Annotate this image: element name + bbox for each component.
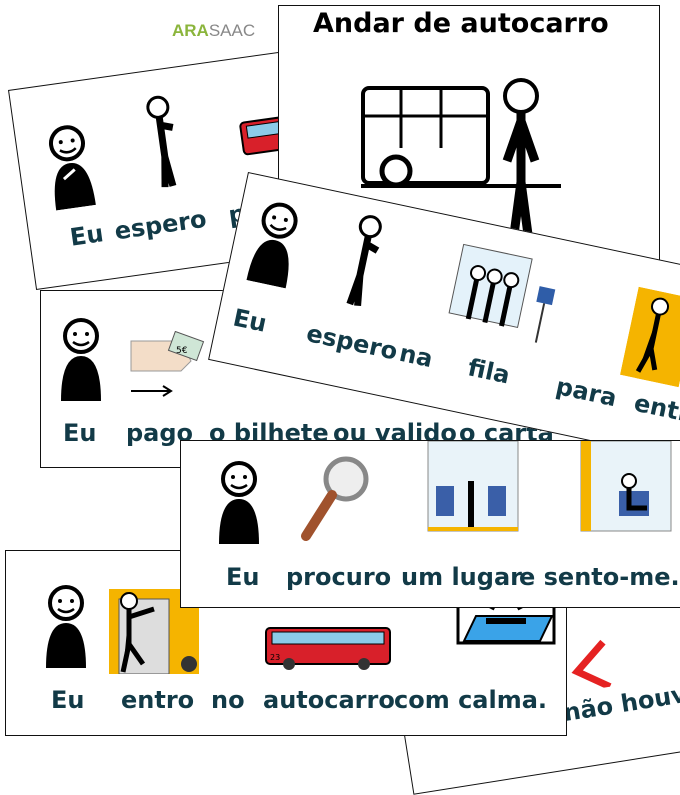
word: na xyxy=(396,338,436,374)
magnifier-icon xyxy=(301,456,369,541)
bus-number: 23 xyxy=(270,653,280,662)
person-waiting-icon xyxy=(346,215,382,306)
bill-label: 5€ xyxy=(176,346,188,356)
word: Eu xyxy=(230,303,270,338)
word: procuro xyxy=(286,563,392,591)
word: um lugar xyxy=(401,563,522,591)
queue-icon xyxy=(448,243,556,343)
card-enter: 23 Eu entro no autocarro com calma. xyxy=(5,550,567,736)
word: e sento-me. xyxy=(519,563,680,591)
card-none: não houve xyxy=(385,561,680,795)
word: espero xyxy=(112,204,209,246)
word: autocarro xyxy=(263,686,395,714)
person-me-icon xyxy=(61,318,101,401)
enter-bus-icon xyxy=(619,286,680,388)
card-seat: Eu procuro um lugar e sento-me. xyxy=(180,440,680,608)
sit-down-icon xyxy=(580,441,672,532)
word: entrar xyxy=(631,388,680,434)
logo-part1: ARA xyxy=(172,21,209,40)
word: com calma. xyxy=(394,686,548,714)
word: Eu xyxy=(68,219,106,252)
word: Eu xyxy=(51,686,85,714)
page-title: Andar de autocarro xyxy=(313,8,609,39)
word: entro xyxy=(121,686,195,714)
person-waiting-icon xyxy=(146,95,177,188)
word: para xyxy=(553,372,620,413)
pay-money-icon: 5€ xyxy=(130,331,205,397)
bus-stop-icon xyxy=(361,78,561,243)
word: espero xyxy=(303,319,401,366)
person-me-icon xyxy=(46,585,86,668)
bus-icon: 23 xyxy=(265,627,391,670)
word: fila xyxy=(465,353,513,390)
word: no xyxy=(211,686,245,714)
red-cross-icon xyxy=(571,639,612,690)
bus-seats-icon xyxy=(427,441,519,532)
person-me-icon xyxy=(246,202,298,289)
word: Eu xyxy=(226,563,260,591)
person-me-icon xyxy=(219,461,259,544)
card-wait: Eu espero na fila para entrar xyxy=(208,172,680,465)
person-me-icon xyxy=(48,125,96,211)
enter-bus-icon xyxy=(109,589,199,674)
logo-part2: SAAC xyxy=(208,21,256,40)
arasaac-logo: ARASAAC xyxy=(172,21,255,41)
word: Eu xyxy=(63,419,97,447)
